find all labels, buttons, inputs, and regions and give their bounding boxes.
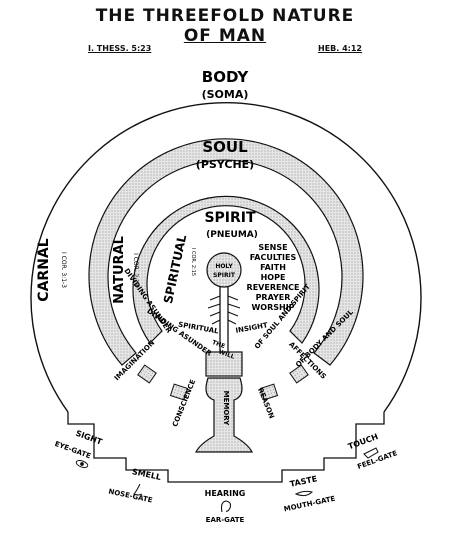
affections-block: [289, 364, 309, 384]
natural-ref: I COR. 2:14: [132, 253, 139, 287]
spirit-band: [132, 195, 320, 344]
ear-gate-label: EAR-GATE: [206, 516, 245, 524]
holy-spirit-line-2: SPIRIT: [213, 272, 236, 279]
carnal-label: CARNAL: [36, 238, 52, 301]
eye-gate-label: EYE-GATE: [54, 440, 92, 460]
faculty-item: FACULTIES: [250, 253, 297, 262]
mouth-icon: [294, 490, 313, 497]
smell-label: SMELL: [131, 467, 162, 482]
body-label: BODY: [202, 68, 250, 86]
eye-icon: [75, 460, 89, 468]
mouth-gate-label: MOUTH-GATE: [283, 495, 336, 514]
title-line-1: THE THREEFOLD NATURE: [95, 6, 355, 26]
hand-icon: [363, 447, 379, 459]
memory-label: MEMORY: [222, 391, 230, 427]
body-outer-circle: [30, 102, 422, 413]
faculty-item: REVERENCE: [247, 283, 300, 292]
sight-label: SIGHT: [74, 429, 103, 447]
nose-gate-label: NOSE-GATE: [108, 487, 154, 504]
carnal-ref: I COR. 3:1-3: [60, 252, 67, 288]
title-of-man: OF MAN: [183, 26, 267, 46]
body-greek: (SOMA): [202, 88, 249, 101]
ear-icon: [220, 500, 232, 513]
gates-line: [67, 412, 385, 483]
soul-label: SOUL: [202, 138, 248, 156]
faculty-item: HOPE: [261, 273, 286, 282]
faculty-item: FAITH: [260, 263, 286, 272]
holy-spirit-line-1: HOLY: [215, 263, 233, 270]
imagination-block: [137, 364, 157, 384]
soul-band: [88, 138, 364, 366]
spirit-label: SPIRIT: [204, 210, 256, 226]
soul-greek: (PSYCHE): [196, 158, 254, 171]
reference-thessalonians: I. THESS. 5:23: [88, 44, 152, 53]
title-line-2: OF MAN: [0, 26, 450, 46]
will-cup: [205, 351, 243, 377]
spiritual-label: SPIRITUAL: [161, 233, 189, 305]
reason-block: [259, 383, 279, 401]
faculty-item: PRAYER: [256, 293, 291, 302]
faculty-item: WORSHIP: [251, 303, 294, 312]
memory-column: [195, 377, 253, 453]
conscience-block: [169, 383, 189, 401]
stem-branches: [207, 295, 241, 325]
spiritual-ref: I COR. 2:15: [190, 248, 196, 276]
hearing-label: HEARING: [205, 489, 246, 498]
faculties-list: SENSE FACULTIES FAITH HOPE REVERENCE PRA…: [247, 243, 300, 312]
spirit-greek: (PNEUMA): [206, 230, 258, 240]
the-will-line-1: THE: [211, 339, 226, 350]
nose-icon: [133, 483, 143, 496]
faculty-item: SENSE: [258, 243, 287, 252]
holy-spirit-circle: [206, 252, 242, 288]
natural-label: NATURAL: [112, 236, 127, 304]
taste-label: TASTE: [289, 474, 318, 489]
reference-hebrews: HEB. 4:12: [318, 44, 362, 53]
